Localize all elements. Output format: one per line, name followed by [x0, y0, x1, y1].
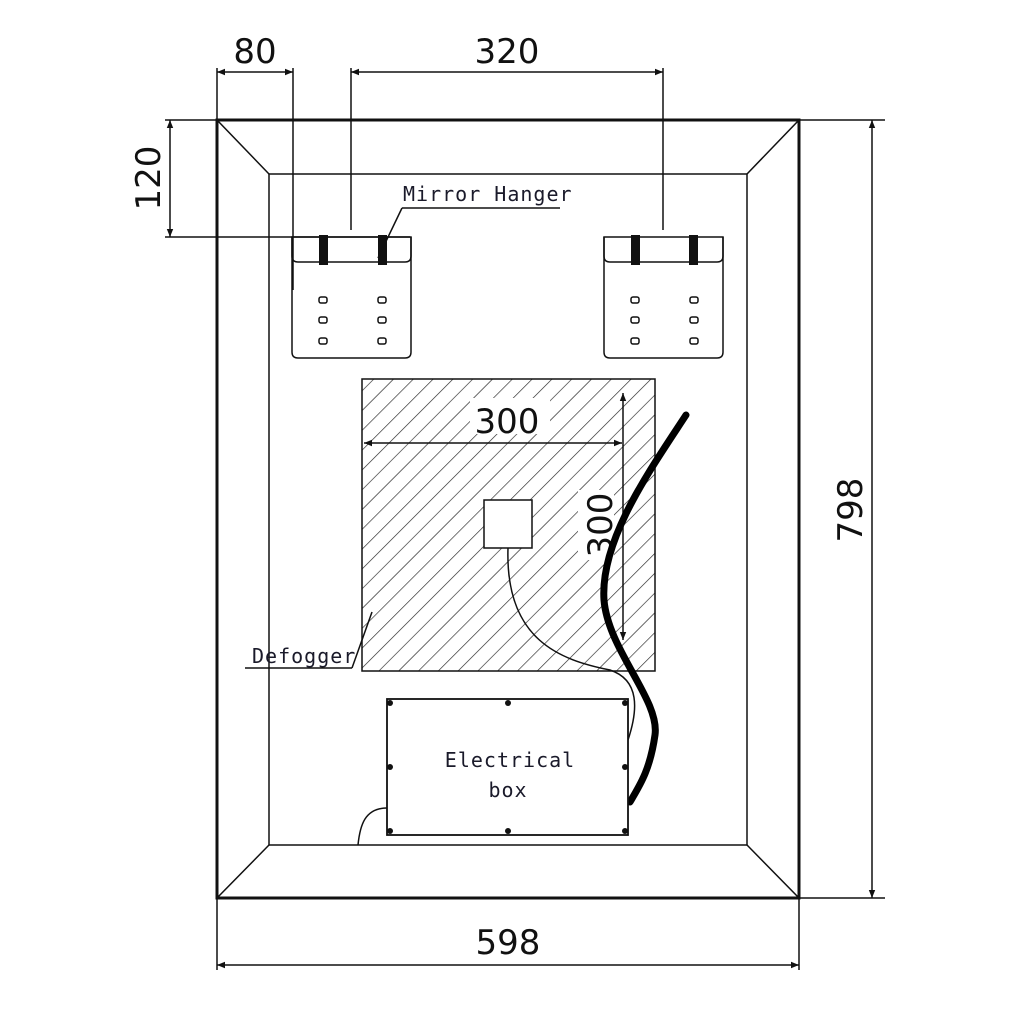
mirror-hanger-right	[603, 235, 724, 359]
electrical-box: Electrical box	[386, 698, 629, 836]
defogger-pad: 300 300	[361, 378, 656, 672]
power-cable	[600, 411, 690, 806]
dimension-hanger-offset: 80	[216, 32, 294, 290]
dimension-label: 80	[233, 32, 276, 72]
box-wire	[357, 807, 388, 846]
dimension-hanger-spacing: 320	[350, 32, 664, 230]
mirror-frame	[215, 118, 801, 900]
defogger-label: Defogger	[252, 644, 356, 668]
mirror-hanger-label: Mirror Hanger	[403, 182, 573, 206]
electrical-box-label-line2: box	[488, 778, 527, 802]
electrical-box-label-line1: Electrical	[445, 748, 575, 772]
dimension-label: 798	[831, 478, 871, 543]
dimension-width: 598	[216, 898, 800, 970]
dimension-height: 798	[800, 119, 885, 899]
defogger-width-label: 300	[475, 402, 540, 442]
dimension-label: 598	[476, 923, 541, 963]
mirror-hanger-callout: Mirror Hanger	[377, 182, 573, 259]
defogger-wire	[507, 547, 636, 741]
dimension-label: 120	[129, 146, 169, 211]
mirror-hanger-left	[291, 235, 412, 359]
defogger-callout: Defogger	[245, 611, 373, 669]
dimension-label: 320	[475, 32, 540, 72]
defogger-connector	[483, 499, 533, 549]
